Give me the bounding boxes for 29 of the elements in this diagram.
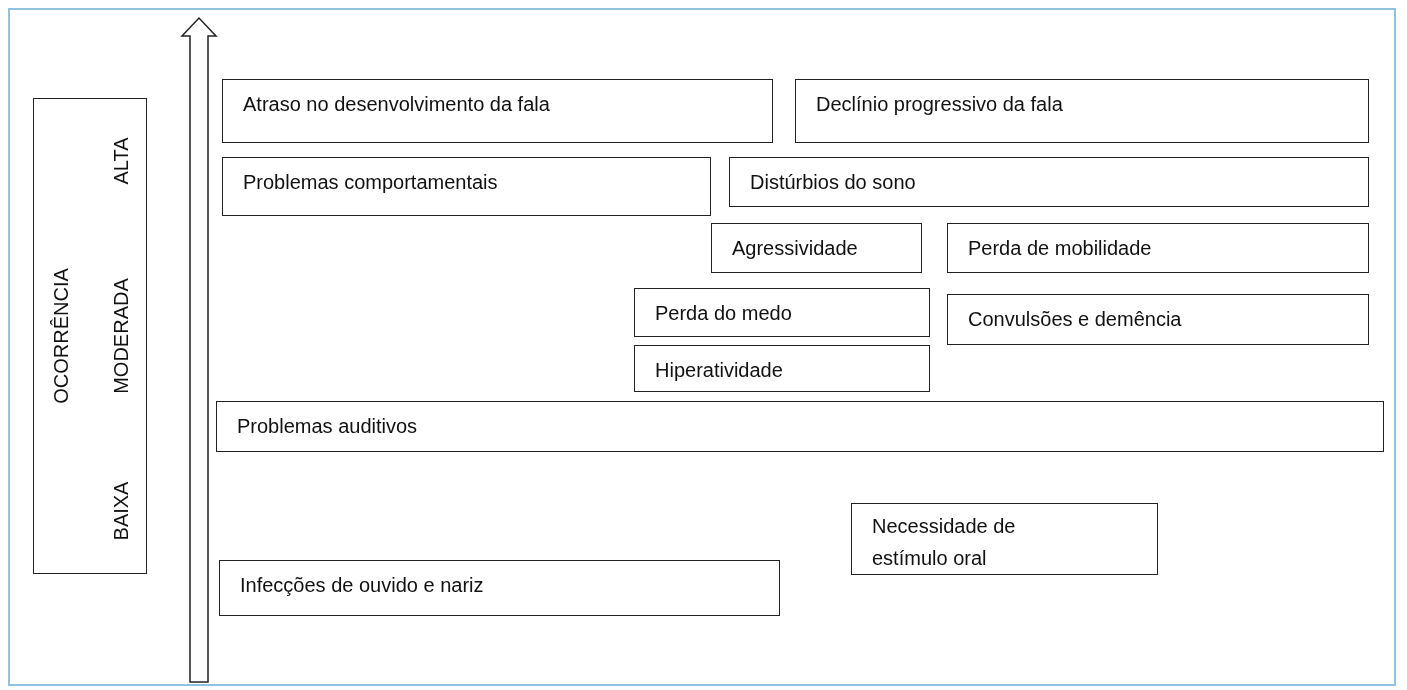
symptom-text: Problemas comportamentais — [243, 170, 498, 195]
symptom-box — [795, 79, 1369, 143]
symptom-box — [216, 401, 1384, 452]
symptom-box — [634, 345, 930, 392]
symptom-text: Declínio progressivo da fala — [816, 92, 1063, 117]
symptom-text: Perda de mobilidade — [968, 236, 1152, 261]
scale-label: ALTA — [109, 137, 133, 185]
symptom-text: Agressividade — [732, 236, 858, 261]
symptom-box — [947, 294, 1369, 345]
symptom-text: Hiperatividade — [655, 358, 783, 383]
symptom-box — [851, 503, 1158, 575]
symptom-box — [729, 157, 1369, 207]
symptom-text: Necessidade de estímulo oral — [872, 514, 1017, 571]
symptom-text: Convulsões e demência — [968, 307, 1182, 332]
axis-title: OCORRÊNCIA — [49, 268, 73, 404]
symptom-text: Infecções de ouvido e nariz — [240, 573, 484, 598]
symptom-text: Distúrbios do sono — [750, 170, 916, 195]
scale-label: MODERADA — [109, 278, 133, 394]
symptom-box — [222, 157, 711, 216]
scale-box — [33, 98, 147, 574]
symptom-box — [222, 79, 773, 143]
symptom-box — [711, 223, 922, 273]
scale-label: BAIXA — [109, 481, 133, 541]
symptom-text: Perda do medo — [655, 301, 792, 326]
symptom-box — [947, 223, 1369, 273]
symptom-box — [634, 288, 930, 337]
symptom-box — [219, 560, 780, 616]
symptom-text: Problemas auditivos — [237, 414, 418, 439]
symptom-text: Atraso no desenvolvimento da fala — [243, 92, 550, 117]
